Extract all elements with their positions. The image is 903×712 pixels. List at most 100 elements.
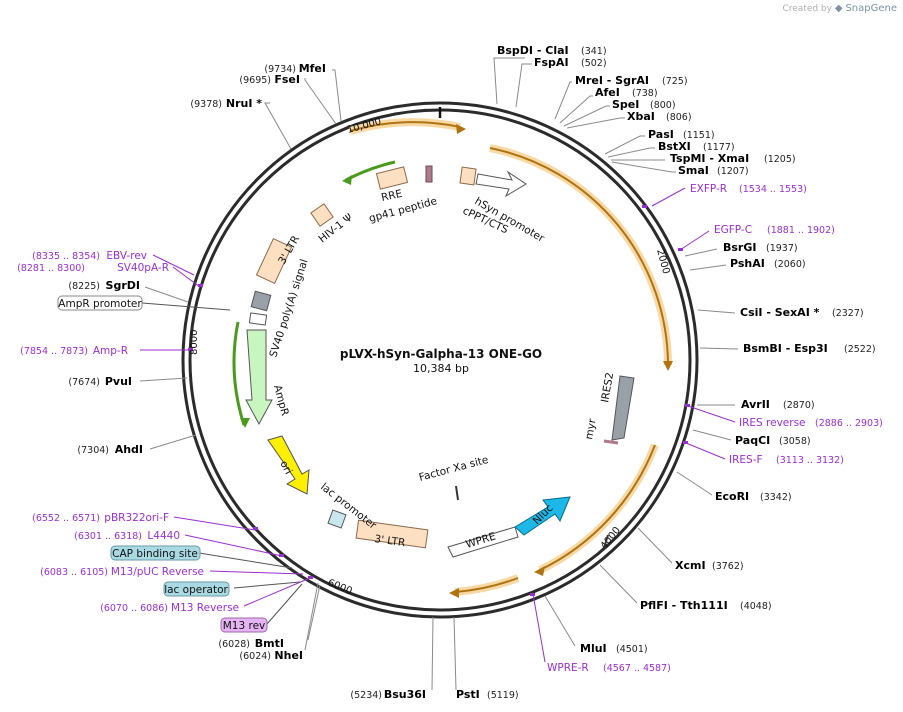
primer-wpre-r[interactable]: WPRE-R [547,662,589,674]
sv40-gray-box [250,290,272,312]
ampr-promoter-box[interactable] [57,295,143,311]
enzyme-psti[interactable]: PstI [456,688,480,701]
enzyme-bsu36i[interactable]: Bsu36I [384,688,426,701]
lac-operator-label: lac operator [164,584,228,596]
primer-ires-reverse[interactable]: IRES reverse [739,417,806,429]
leader-mlui [544,595,576,647]
enzyme-bstxi[interactable]: BstXI [658,140,691,153]
lac-operator-box[interactable] [163,581,230,597]
enzyme-sgrdi[interactable]: SgrDI [106,279,140,292]
primer-pbr322ori-f[interactable]: pBR322ori-F [104,512,169,524]
arrowhead-icon [342,175,352,185]
leader-mfei [332,69,342,122]
orange-arc-lower [539,444,656,571]
enzyme-avrii[interactable]: AvrII [741,398,770,411]
leader-lac-operator [233,581,301,589]
tick-6000: 6000 [326,578,354,598]
plasmid-title-group: pLVX-hSyn-Galpha-13 ONE-GO 10,384 bp [340,347,542,375]
leader-wpre-r [532,593,546,663]
enzyme-pos: (3342) [760,492,792,503]
enzyme-nhei[interactable]: NheI [274,649,303,662]
enzyme-pos: (8225) [68,281,100,292]
enzyme-pos: (4048) [740,601,772,612]
enzyme-bsrgi[interactable]: BsrGI [723,241,756,254]
enzyme-pos: (5119) [487,690,519,701]
enzyme-pasi[interactable]: PasI [648,128,674,141]
primer-ebv-rev[interactable]: EBV-rev [106,250,147,262]
primer-range: (1881 .. 1902) [767,225,835,236]
leader-ires-reverse [687,405,736,423]
enzyme-tspmi-xmai[interactable]: TspMI - XmaI [670,152,749,165]
brand-created-by: Created by [782,4,832,14]
3ltr-box-bottom [355,519,429,549]
rre-box [375,166,409,190]
arrowhead-icon [534,566,545,576]
leader-nhei [304,582,319,651]
enzyme-pshai[interactable]: PshAI [730,257,765,270]
enzyme-smai[interactable]: SmaI [678,164,709,177]
enzyme-pos: (1177) [703,142,735,153]
tick-8000: 8000 [189,330,200,355]
arrowhead-icon [240,418,250,428]
enzyme-pos: (2327) [832,308,864,319]
primer-leader-lines [140,187,736,663]
leader-m13-rev [266,583,303,625]
primer-amp-r[interactable]: Amp-R [93,345,128,357]
primer-ires-f[interactable]: IRES-F [729,454,763,466]
enzyme-ecori[interactable]: EcoRI [715,490,749,503]
enzyme-spei[interactable]: SpeI [612,98,639,111]
primer-l4440[interactable]: L4440 [147,530,180,542]
enzyme-fsei[interactable]: FseI [274,73,300,86]
enzyme-pos: (738) [632,88,658,99]
feature-label-ampr: AmpR [271,384,291,417]
primer-sv40pa-r[interactable]: SV40pA-R [117,262,169,274]
enzyme-bspdi-clai[interactable]: BspDI - ClaI [497,44,569,57]
enzyme-pos: (2870) [783,400,815,411]
enzyme-fspai[interactable]: FspAI [534,56,569,69]
enzyme-nrui[interactable]: NruI * [226,97,262,110]
primer-m13-puc-reverse[interactable]: M13/pUC Reverse [111,566,204,578]
primer-range: (6552 .. 6571) [32,513,100,524]
enzyme-paqci[interactable]: PaqCI [735,434,770,447]
enzyme-xbai[interactable]: XbaI [627,110,655,123]
enzyme-pos: (341) [581,46,607,57]
primer-range: (7854 .. 7873) [20,346,88,357]
enzyme-mfei[interactable]: MfeI [299,62,326,75]
m13-rev-label: M13 rev [223,620,266,632]
primer-labels[interactable]: EXFP-R (1534 .. 1553) EGFP-C (1881 .. 19… [17,183,883,674]
m13-rev-box[interactable] [220,617,268,633]
hiv-psi-box [310,203,334,227]
leader-csii [697,309,736,314]
primer-egfp-c[interactable]: EGFP-C [714,224,752,236]
enzyme-ahdi[interactable]: AhdI [115,443,143,456]
primer-m13-reverse[interactable]: M13 Reverse [171,602,239,614]
enzyme-pos: (2522) [844,344,876,355]
orange-arc-right [489,147,669,366]
arrowhead-icon [663,361,673,371]
enzyme-csii-sexai[interactable]: CsiI - SexAI * [740,306,820,319]
enzyme-bsmbi-esp3i[interactable]: BsmBI - Esp3I [743,342,828,355]
enzyme-pflfi-tth111i[interactable]: PflFI - Tth111I [640,599,728,612]
primer-exfp-r[interactable]: EXFP-R [690,183,727,195]
orange-feature-arcs [232,118,672,596]
feature-label-myr: myr [583,417,599,440]
enzyme-xcmi[interactable]: XcmI [675,559,706,572]
tick-mark [603,534,609,549]
cap-binding-site-label: CAP binding site [112,548,198,560]
leader-sv40pa-r [172,266,201,288]
leader-bspdi [493,57,525,105]
enzyme-afei[interactable]: AfeI [595,86,620,99]
enzyme-bmti[interactable]: BmtI [255,637,284,650]
primer-range: (6301 .. 6318) [74,531,142,542]
cppt-box [459,166,477,186]
primer-mark [642,205,647,208]
enzyme-labels[interactable]: BspDI - ClaI (341) FspAI (502) MreI - Sg… [68,44,875,701]
orange-arc-top [349,121,461,132]
boxed-labels[interactable]: AmpR promoter CAP binding site lac opera… [57,295,268,633]
primer-range: (6083 .. 6105) [40,567,108,578]
enzyme-mrei-sgrai[interactable]: MreI - SgrAI [575,74,649,87]
enzyme-pvui[interactable]: PvuI [105,375,132,388]
cap-binding-site-box[interactable] [110,545,201,561]
enzyme-mlui[interactable]: MluI [580,642,607,655]
leader-bsu36i [431,616,434,691]
